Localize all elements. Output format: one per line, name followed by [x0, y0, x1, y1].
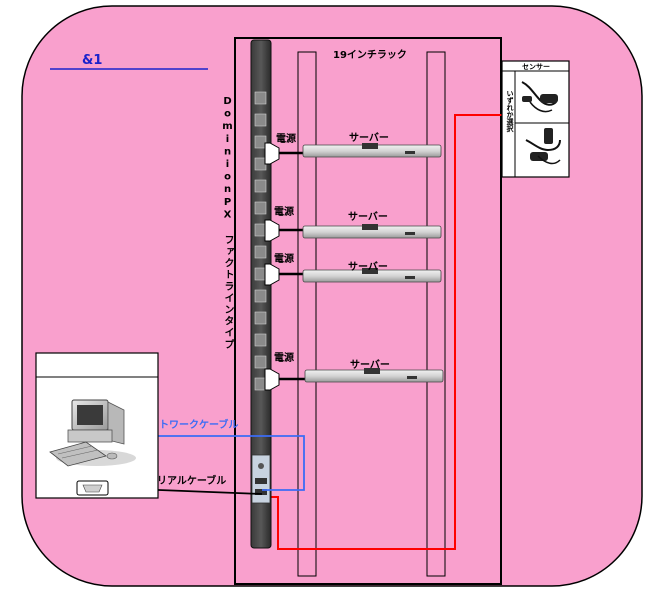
pdu-strip [250, 39, 272, 549]
server-label: サーバー [349, 132, 389, 144]
sensor-box: センサー [501, 60, 570, 178]
power-plug-icon [264, 142, 280, 165]
temperature-sensor-icon [521, 81, 558, 113]
sensor-cable [262, 114, 507, 550]
network-cable-label: ネットワークケーブル [139, 418, 238, 431]
power-label: 電源 [274, 252, 294, 265]
management-pc [35, 352, 159, 499]
server-label: サーバー [348, 261, 388, 273]
ref-label: &1 [82, 53, 102, 68]
serial-port-icon [76, 480, 109, 496]
sensor-title: センサー [522, 63, 550, 71]
server-label: サーバー [350, 359, 390, 371]
rack-title: 19インチラック [333, 49, 407, 61]
power-label: 電源 [274, 205, 294, 218]
pdu-vertical-label: DominionPX ファクトラインタイプ [222, 96, 233, 351]
background-panel [21, 5, 643, 587]
power-plug-icon [264, 219, 280, 242]
power-plug-icon [264, 263, 280, 286]
server-unit-3: 電源 サーバー [264, 252, 442, 286]
power-label: 電源 [274, 351, 294, 364]
computer-icon [49, 399, 136, 467]
server-unit-2: 電源 サーバー [264, 205, 442, 242]
humidity-sensor-icon [525, 128, 561, 165]
rack-frame [234, 37, 502, 585]
server-label: サーバー [348, 211, 388, 223]
power-label: 電源 [276, 132, 296, 145]
rack-rail-left [297, 51, 317, 577]
sensor-note: いずれか選択 [506, 90, 514, 132]
server-unit-4: 電源 サーバー [264, 351, 444, 391]
power-plug-icon [264, 368, 280, 391]
serial-cable-label: シリアルケーブル [147, 474, 226, 487]
network-cable [122, 435, 305, 491]
rack-rail-right [426, 51, 446, 577]
server-unit-1: 電源 サーバー [264, 132, 442, 165]
